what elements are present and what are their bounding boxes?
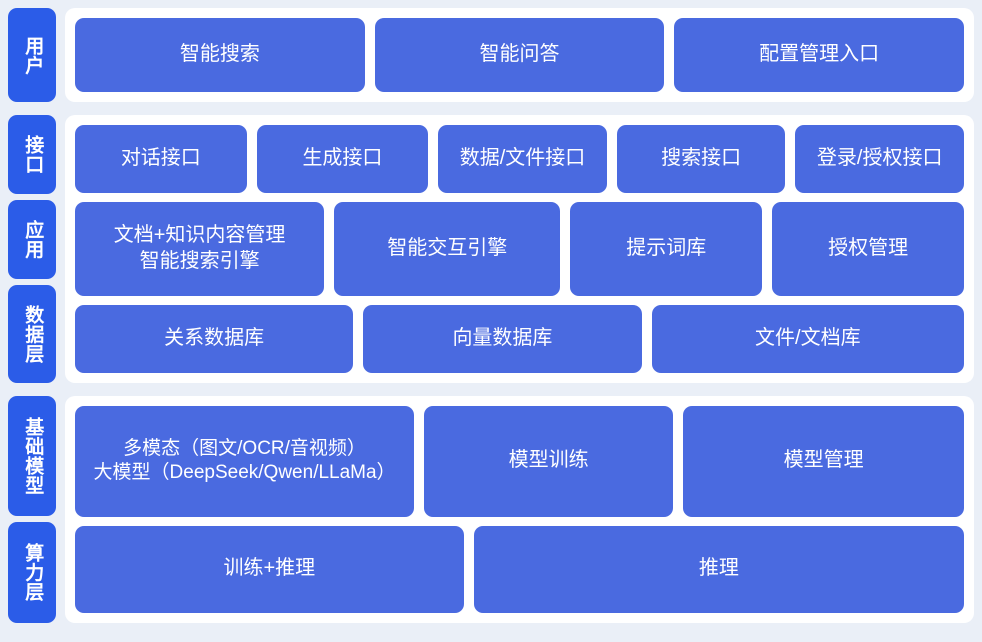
box-smart-search[interactable]: 智能搜索 — [75, 18, 365, 92]
row-interface: 对话接口 生成接口 数据/文件接口 搜索接口 登录/授权接口 — [75, 125, 964, 194]
box-document-knowledge-management[interactable]: 文档+知识内容管理 智能搜索引擎 — [75, 202, 325, 296]
box-relational-database[interactable]: 关系数据库 — [75, 304, 354, 374]
box-prompt-library[interactable]: 提示词库 — [570, 202, 763, 296]
box-model-management[interactable]: 模型管理 — [683, 406, 965, 517]
box-model-training[interactable]: 模型训练 — [424, 406, 674, 517]
row-model: 多模态（图文/OCR/音视频） 大模型（DeepSeek/Qwen/LLaMa）… — [75, 406, 965, 517]
row-user: 智能搜索 智能问答 配置管理入口 — [75, 18, 965, 92]
box-multimodal-large-model[interactable]: 多模态（图文/OCR/音视频） 大模型（DeepSeek/Qwen/LLaMa） — [75, 406, 415, 517]
row-compute: 训练+推理 推理 — [75, 525, 964, 613]
layer-rail-user: 用户 — [8, 8, 56, 102]
box-smart-qa[interactable]: 智能问答 — [374, 18, 665, 92]
section-platform: 接口 应用 数据层 对话接口 生成接口 数据/文件接口 搜索接口 登录/授权接口… — [8, 115, 974, 383]
box-smart-interaction-engine[interactable]: 智能交互引擎 — [334, 202, 561, 296]
layer-tab-application[interactable]: 应用 — [8, 199, 56, 279]
box-generation-interface[interactable]: 生成接口 — [256, 125, 429, 194]
box-inference[interactable]: 推理 — [473, 525, 964, 613]
layer-tab-user[interactable]: 用户 — [8, 8, 56, 102]
layer-tab-data[interactable]: 数据层 — [8, 284, 56, 383]
box-training-and-inference[interactable]: 训练+推理 — [75, 525, 464, 613]
box-vector-database[interactable]: 向量数据库 — [363, 304, 642, 374]
box-authorization-management[interactable]: 授权管理 — [772, 202, 964, 296]
layer-tab-compute[interactable]: 算力层 — [8, 522, 56, 623]
box-dialog-interface[interactable]: 对话接口 — [75, 125, 247, 194]
row-application: 文档+知识内容管理 智能搜索引擎 智能交互引擎 提示词库 授权管理 — [75, 202, 964, 296]
box-login-auth-interface[interactable]: 登录/授权接口 — [795, 125, 964, 194]
layer-rail-platform: 接口 应用 数据层 — [8, 115, 56, 383]
row-data: 关系数据库 向量数据库 文件/文档库 — [75, 304, 964, 374]
layer-rail-foundation: 基础模型 算力层 — [8, 396, 56, 623]
box-data-file-interface[interactable]: 数据/文件接口 — [438, 125, 607, 194]
card-foundation: 多模态（图文/OCR/音视频） 大模型（DeepSeek/Qwen/LLaMa）… — [65, 396, 974, 623]
section-user: 用户 智能搜索 智能问答 配置管理入口 — [8, 8, 974, 102]
card-user: 智能搜索 智能问答 配置管理入口 — [65, 8, 974, 102]
layer-tab-interface[interactable]: 接口 — [8, 115, 56, 194]
card-platform: 对话接口 生成接口 数据/文件接口 搜索接口 登录/授权接口 文档+知识内容管理… — [65, 115, 974, 383]
box-search-interface[interactable]: 搜索接口 — [616, 125, 786, 194]
section-foundation: 基础模型 算力层 多模态（图文/OCR/音视频） 大模型（DeepSeek/Qw… — [8, 396, 974, 623]
box-config-management-entry[interactable]: 配置管理入口 — [674, 18, 965, 92]
box-file-document-store[interactable]: 文件/文档库 — [651, 304, 964, 374]
layer-tab-foundation-model[interactable]: 基础模型 — [8, 396, 56, 517]
